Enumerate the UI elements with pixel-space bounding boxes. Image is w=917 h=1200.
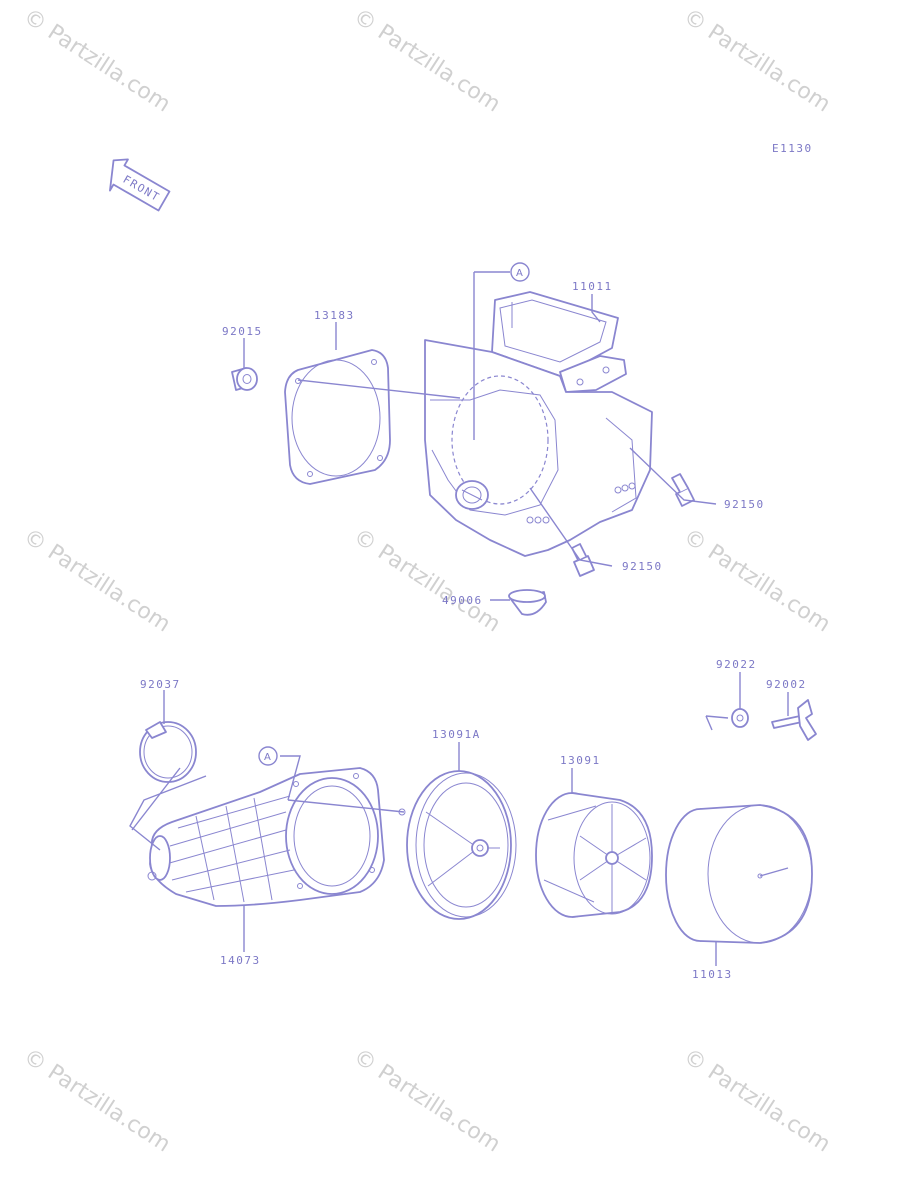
cap-49006 bbox=[508, 589, 547, 616]
filter-holder-13091A bbox=[398, 770, 517, 920]
watermark: © Partzilla.com bbox=[679, 1044, 835, 1157]
part-number-49006: 49006 bbox=[442, 594, 483, 607]
clamp-92037 bbox=[139, 721, 197, 783]
wing-bolt-92002 bbox=[771, 699, 817, 741]
part-number-11011: 11011 bbox=[572, 280, 613, 293]
gasket-13183 bbox=[284, 349, 391, 485]
bolt-92150-upper bbox=[671, 473, 695, 507]
part-number-92037: 92037 bbox=[140, 678, 181, 691]
part-number-11013: 11013 bbox=[692, 968, 733, 981]
washer-92022 bbox=[731, 708, 749, 728]
part-number-92015: 92015 bbox=[222, 325, 263, 338]
part-number-92150: 92150 bbox=[724, 498, 765, 511]
intake-duct-14073 bbox=[147, 767, 385, 907]
callout-a-label: A bbox=[516, 268, 523, 279]
part-number-13183: 13183 bbox=[314, 309, 355, 322]
watermark: © Partzilla.com bbox=[349, 524, 505, 637]
filter-element-11013 bbox=[665, 804, 813, 944]
part-number-13091A: 13091A bbox=[432, 728, 481, 741]
watermark: © Partzilla.com bbox=[349, 4, 505, 117]
lower-leaders bbox=[129, 672, 789, 966]
watermark: © Partzilla.com bbox=[19, 524, 175, 637]
watermark: © Partzilla.com bbox=[19, 1044, 175, 1157]
watermark: © Partzilla.com bbox=[679, 524, 835, 637]
part-number-92150: 92150 bbox=[622, 560, 663, 573]
watermark: © Partzilla.com bbox=[679, 4, 835, 117]
part-number-14073: 14073 bbox=[220, 954, 261, 967]
filter-frame-13091 bbox=[535, 792, 653, 918]
part-number-92002: 92002 bbox=[766, 678, 807, 691]
part-number-92022: 92022 bbox=[716, 658, 757, 671]
grommet-92015 bbox=[231, 367, 258, 391]
callout-a-upper: A bbox=[510, 262, 530, 282]
diagram-code: E1130 bbox=[772, 142, 813, 155]
upper-leaders bbox=[243, 271, 717, 601]
air-box-11011 bbox=[424, 291, 653, 557]
part-number-13091: 13091 bbox=[560, 754, 601, 767]
watermark: © Partzilla.com bbox=[349, 1044, 505, 1157]
callout-a-lower: A bbox=[258, 746, 278, 766]
callout-a-label: A bbox=[264, 752, 271, 763]
watermark: © Partzilla.com bbox=[19, 4, 175, 117]
front-arrow-icon: FRONT bbox=[109, 158, 171, 212]
